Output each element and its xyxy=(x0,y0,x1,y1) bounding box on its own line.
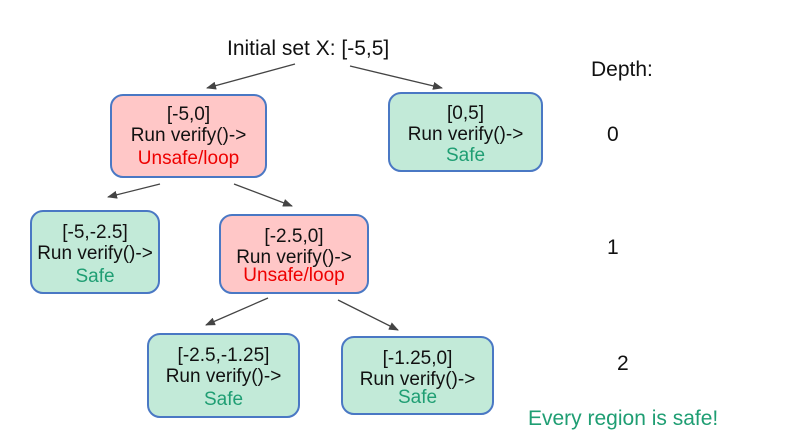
node-action: Run verify()-> xyxy=(130,125,247,146)
node-interval: [-2.5,0] xyxy=(264,226,324,247)
node-status: Safe xyxy=(397,387,438,408)
node-interval: [-1.25,0] xyxy=(382,348,453,369)
arrow-neg2-5-0-to-neg1-25-0 xyxy=(337,299,399,331)
node-neg2-5-0: [-2.5,0] Run verify()-> Unsafe/loop xyxy=(219,214,369,294)
root-label: Initial set X: [-5,5] xyxy=(227,37,390,60)
depth-level-1: 1 xyxy=(607,236,619,259)
node-neg5-0: [-5,0] Run verify()-> Unsafe/loop xyxy=(110,94,267,178)
node-neg1-25-0: [-1.25,0] Run verify()-> Safe xyxy=(341,336,494,415)
node-interval: [0,5] xyxy=(447,103,484,124)
node-neg5-neg2-5: [-5,-2.5] Run verify()-> Safe xyxy=(30,210,160,294)
summary-text: Every region is safe! xyxy=(528,407,719,430)
node-status: Unsafe/loop xyxy=(137,148,240,169)
arrow-root-to-neg5-0 xyxy=(206,63,296,90)
arrow-root-to-0-5 xyxy=(349,65,443,90)
arrow-neg2-5-0-to-neg2-5-neg1-25 xyxy=(205,297,269,326)
node-action: Run verify()-> xyxy=(407,124,524,145)
arrow-neg5-0-to-neg2-5-0 xyxy=(233,183,293,207)
node-status: Safe xyxy=(445,145,486,166)
node-interval: [-2.5,-1.25] xyxy=(177,345,270,366)
depth-level-2: 2 xyxy=(617,352,629,375)
node-status: Safe xyxy=(75,266,115,287)
node-interval: [-5,0] xyxy=(166,104,211,125)
arrow-neg5-0-to-neg5-neg2-5 xyxy=(107,183,161,199)
node-status: Unsafe/loop xyxy=(243,265,345,286)
depth-header: Depth: xyxy=(591,58,653,81)
depth-level-0: 0 xyxy=(607,123,619,146)
node-action: Run verify()-> xyxy=(37,243,153,264)
node-action: Run verify()-> xyxy=(236,247,352,268)
node-0-5: [0,5] Run verify()-> Safe xyxy=(388,92,543,172)
node-interval: [-5,-2.5] xyxy=(62,222,128,243)
node-status: Safe xyxy=(203,389,244,410)
node-action: Run verify()-> xyxy=(359,369,476,390)
node-action: Run verify()-> xyxy=(165,366,282,387)
node-neg2-5-neg1-25: [-2.5,-1.25] Run verify()-> Safe xyxy=(147,333,300,418)
